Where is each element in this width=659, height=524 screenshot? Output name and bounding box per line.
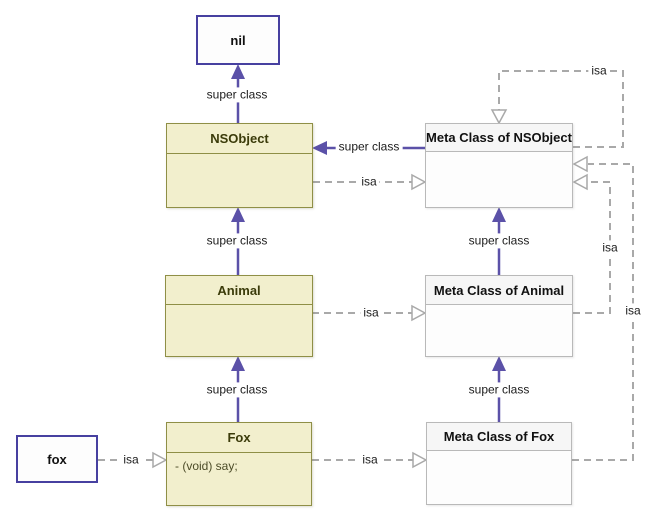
isa-label: isa [599, 240, 621, 256]
instance-box-fox-label: fox [47, 451, 67, 467]
superclass-label: super class [203, 87, 271, 103]
isa-label: isa [360, 305, 382, 321]
class-box-fox: Fox - (void) say; [166, 422, 312, 506]
isa-label: isa [588, 63, 610, 79]
nil-box: nil [196, 15, 280, 65]
superclass-label: super class [203, 233, 271, 249]
metaclass-box-animal-title: Meta Class of Animal [426, 276, 572, 305]
class-box-nsobject: NSObject [166, 123, 313, 208]
class-box-nsobject-body [167, 154, 312, 166]
class-box-fox-method: - (void) say; [175, 459, 238, 473]
class-box-animal: Animal [165, 275, 313, 357]
superclass-label: super class [465, 233, 533, 249]
superclass-label: super class [203, 382, 271, 398]
superclass-label: super class [465, 382, 533, 398]
instance-box-fox: fox [16, 435, 98, 483]
isa-label: isa [358, 174, 380, 190]
isa-label: isa [359, 452, 381, 468]
class-box-animal-title: Animal [166, 276, 312, 305]
metaclass-box-nsobject: Meta Class of NSObject [425, 123, 573, 208]
metaclass-box-nsobject-title: Meta Class of NSObject [426, 124, 572, 152]
class-box-fox-title: Fox [167, 423, 311, 453]
isa-arrow-metansobject-self-loop [490, 70, 624, 148]
metaclass-box-fox: Meta Class of Fox [426, 422, 572, 505]
superclass-label: super class [335, 139, 403, 155]
isa-label: isa [622, 303, 644, 319]
class-box-nsobject-title: NSObject [167, 124, 312, 154]
nil-box-label: nil [230, 32, 246, 48]
metaclass-box-fox-title: Meta Class of Fox [427, 423, 571, 451]
metaclass-box-animal: Meta Class of Animal [425, 275, 573, 357]
class-box-animal-body [166, 305, 312, 317]
isa-label: isa [120, 452, 142, 468]
